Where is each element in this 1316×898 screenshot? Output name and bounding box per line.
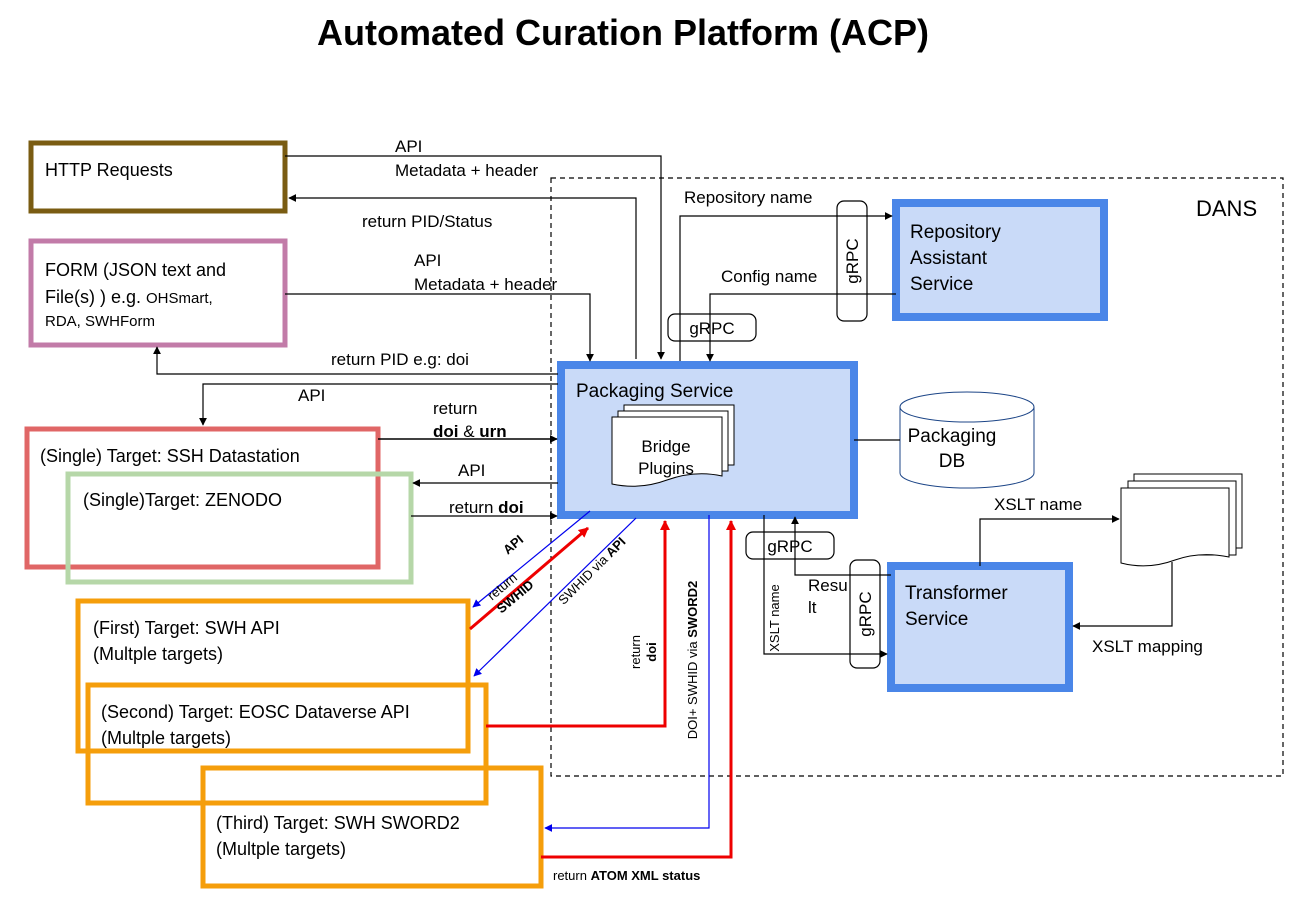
form-label-line3: RDA, SWHForm [45, 313, 155, 330]
label-return-pid-doi: return PID e.g: doi [331, 350, 469, 369]
bridge-plugins-stack [611, 404, 735, 487]
swh-sword2-box [200, 765, 544, 889]
diagram-title: Automated Curation Platform (ACP) [317, 12, 929, 53]
label-doi-swhid-via-sword2: DOI+ SWHID via SWORD2 [685, 581, 700, 740]
arrow-xslt-name-to-transformer [763, 515, 888, 658]
label-return-doi-vertical-1: return [628, 635, 643, 669]
label-api-to-ssh: API [298, 386, 325, 405]
dans-region [550, 177, 1284, 777]
arrow-xslt-mapping-to-transformer [1072, 562, 1173, 630]
transformer-service-label-2: Service [905, 609, 968, 630]
repository-assistant-label-1: Repository [910, 222, 1001, 243]
arrow-http-api-to-packaging [285, 155, 665, 360]
label-return-doi-vertical-2: doi [644, 642, 659, 662]
form-box [28, 238, 288, 348]
label-http-api: API [395, 137, 422, 156]
arrow-api-to-ssh [199, 383, 558, 426]
label-ssh-return: return [433, 399, 477, 418]
arrow-doi-swhid-via-sword2 [544, 515, 710, 832]
arrow-config-name [706, 293, 896, 362]
eosc-dataverse-box [85, 682, 489, 806]
swh-api-label-1: (First) Target: SWH API [93, 618, 280, 638]
arrow-return-pid-to-form [153, 346, 558, 375]
dans-label: DANS [1196, 196, 1257, 221]
transformer-service-label-1: Transformer [905, 583, 1008, 604]
label-form-api: API [414, 251, 441, 270]
swh-api-box [75, 598, 471, 754]
packaging-db-cylinder [899, 391, 1035, 489]
grpc-label-vertical-repo: gRPC [843, 238, 862, 283]
label-xslt-name-top: XSLT name [994, 495, 1082, 514]
arrow-repository-name [679, 212, 893, 361]
swh-sword2-label-2: (Multple targets) [216, 839, 346, 859]
arrow-return-atom-xml-status [541, 520, 736, 859]
zenodo-box [65, 471, 414, 585]
transformer-service-box [887, 562, 1073, 692]
ssh-datastation-box [24, 426, 381, 570]
arrow-api-to-swh-api [472, 510, 591, 608]
http-requests-label: HTTP Requests [45, 160, 173, 180]
eosc-dataverse-label-1: (Second) Target: EOSC Dataverse API [101, 702, 410, 722]
swh-api-label-2: (Multple targets) [93, 644, 223, 664]
label-xslt-name-vertical: XSLT name [767, 584, 782, 651]
arrow-return-doi-from-eosc [486, 520, 670, 728]
label-repository-name: Repository name [684, 188, 813, 207]
arrow-swhid-via-api-to-swh-api [473, 517, 637, 677]
label-ssh-doi-urn: doi & urn [433, 422, 507, 441]
arrow-return-pid-status-to-http [288, 194, 637, 359]
label-result-part1: Resu [808, 576, 848, 595]
grpc-box-transformer-result [745, 531, 835, 560]
xslt-documents-stack [1120, 473, 1243, 567]
label-config-name: Config name [721, 267, 817, 286]
grpc-box-vertical-repo [836, 200, 868, 322]
label-form-metadata-header: Metadata + header [414, 275, 558, 294]
arrow-result-to-packaging [791, 516, 891, 576]
packaging-db-label-2: DB [939, 451, 965, 472]
grpc-box-vertical-transformer [849, 559, 881, 669]
packaging-service-label: Packaging Service [576, 381, 733, 402]
arrow-xslt-name-to-documents [979, 515, 1120, 566]
zenodo-label: (Single)Target: ZENODO [83, 490, 282, 510]
grpc-label-packaging: gRPC [689, 319, 734, 338]
ssh-datastation-label: (Single) Target: SSH Datastation [40, 446, 300, 466]
bridge-plugins-label-1: Bridge [641, 437, 690, 456]
label-api-blue: API [500, 532, 526, 557]
grpc-label-vertical-transformer: gRPC [856, 591, 875, 636]
arrow-form-api-to-packaging [285, 293, 594, 362]
swh-sword2-label-1: (Third) Target: SWH SWORD2 [216, 813, 460, 833]
http-requests-box [28, 140, 288, 214]
repository-assistant-service-box [892, 199, 1108, 321]
repository-assistant-label-2: Assistant [910, 248, 988, 269]
label-return-atom-xml-status: return ATOM XML status [553, 868, 700, 883]
label-http-metadata-header: Metadata + header [395, 161, 539, 180]
grpc-label-transformer-result: gRPC [767, 537, 812, 556]
form-label-line2: File(s) ) e.g. OHSmart, [45, 287, 213, 307]
packaging-db-label-1: Packaging [908, 426, 997, 447]
form-label-line1: FORM (JSON text and [45, 260, 226, 280]
label-zenodo-return-doi: return doi [449, 498, 524, 517]
grpc-box-packaging [667, 313, 757, 342]
label-xslt-mapping: XSLT mapping [1092, 637, 1203, 656]
arrow-return-swhid [469, 526, 589, 631]
eosc-dataverse-label-2: (Multple targets) [101, 728, 231, 748]
label-return-pid-status: return PID/Status [362, 212, 492, 231]
repository-assistant-label-3: Service [910, 274, 973, 295]
label-result-part2: lt [808, 598, 817, 617]
bridge-plugins-label-2: Plugins [638, 459, 694, 478]
label-api-to-zenodo: API [458, 461, 485, 480]
